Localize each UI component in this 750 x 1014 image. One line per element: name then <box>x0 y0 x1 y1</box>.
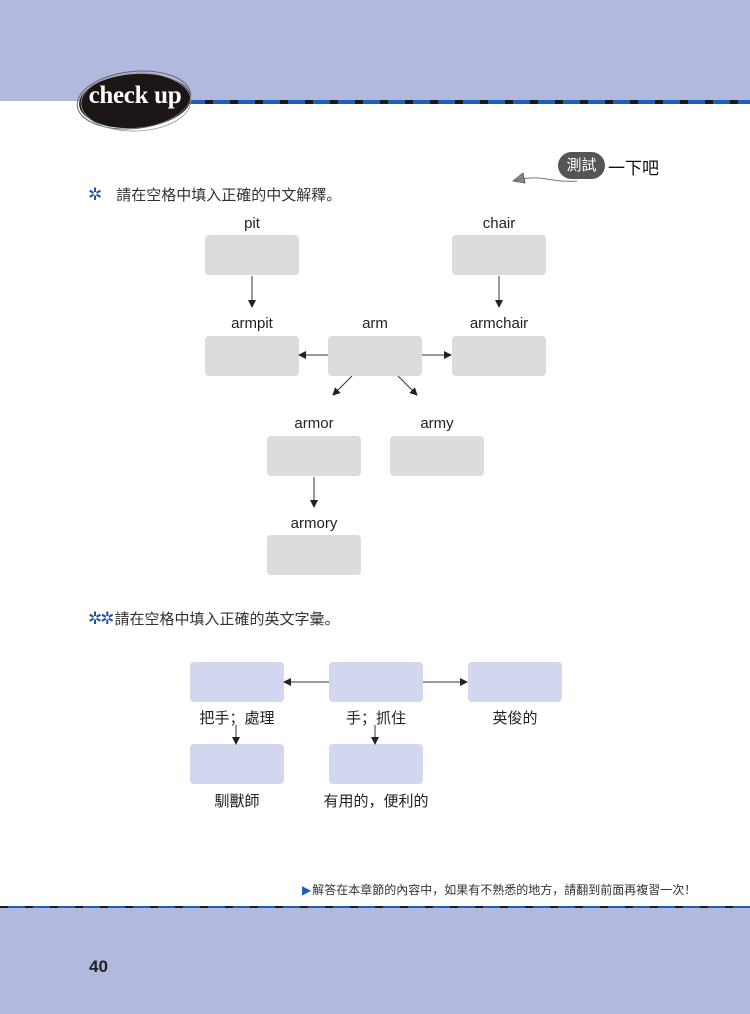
footnote-text: 解答在本章節的內容中，如果有不熟悉的地方，請翻到前面再複習一次！ <box>312 883 697 897</box>
test-tag-highlight: 測試 <box>558 152 605 179</box>
meaning-hand: 手；抓住 <box>345 710 406 727</box>
word-armchair: armchair <box>469 315 529 332</box>
answer-box-army[interactable] <box>390 436 484 476</box>
section1-instruction: ✲ 請在空格中填入正確的中文解釋。 <box>88 184 341 205</box>
badge-label: check up <box>88 82 182 109</box>
meaning-handsome: 英俊的 <box>492 710 538 727</box>
word-pit: pit <box>244 215 260 232</box>
section2-instruction-text: 請在空格中填入正確的英文字彙。 <box>114 611 340 628</box>
section1-instruction-text: 請在空格中填入正確的中文解釋。 <box>116 187 342 204</box>
meaning-handler: 馴獸師 <box>214 793 260 810</box>
header-dashed-rule <box>180 100 750 104</box>
answer-box-chair[interactable] <box>452 235 546 275</box>
arrow-arm-to-army <box>397 375 418 396</box>
meaning-handy: 有用的，便利的 <box>323 793 429 810</box>
double-flower-star-icon: ✲✲ <box>88 609 114 628</box>
word-chair: chair <box>482 215 516 232</box>
page-number: 40 <box>89 957 108 976</box>
answer-box-armchair[interactable] <box>452 336 546 376</box>
arrow-arm-to-armor <box>332 375 353 396</box>
section2-instruction: ✲✲ 請在空格中填入正確的英文字彙。 <box>88 608 340 629</box>
footer-band <box>0 908 750 1014</box>
answer-box-armory[interactable] <box>267 535 361 575</box>
answer-box-handle[interactable] <box>190 662 284 702</box>
word-armory: armory <box>290 515 338 532</box>
test-yourself-tag: 測試 一下吧 <box>505 145 675 195</box>
answer-box-pit[interactable] <box>205 235 299 275</box>
answer-box-armpit[interactable] <box>205 336 299 376</box>
answer-box-armor[interactable] <box>267 436 361 476</box>
answer-box-handsome[interactable] <box>468 662 562 702</box>
word-armor: armor <box>294 415 334 432</box>
triangle-bullet-icon: ▶ <box>302 883 312 897</box>
word-armpit: armpit <box>231 315 273 332</box>
answer-box-handler[interactable] <box>190 744 284 784</box>
answer-box-hand[interactable] <box>329 662 423 702</box>
answer-box-handy[interactable] <box>329 744 423 784</box>
test-tag-text: 一下吧 <box>608 159 659 178</box>
word-army: army <box>420 415 454 432</box>
flower-star-icon: ✲ <box>88 185 103 204</box>
kite-icon <box>512 172 578 184</box>
answer-box-arm[interactable] <box>328 336 422 376</box>
meaning-handle: 把手；處理 <box>199 710 275 727</box>
word-arm: arm <box>362 315 388 332</box>
footnote: ▶解答在本章節的內容中，如果有不熟悉的地方，請翻到前面再複習一次！ <box>302 881 696 898</box>
check-up-badge: check up <box>76 70 194 132</box>
badge-blob-icon <box>76 70 192 132</box>
